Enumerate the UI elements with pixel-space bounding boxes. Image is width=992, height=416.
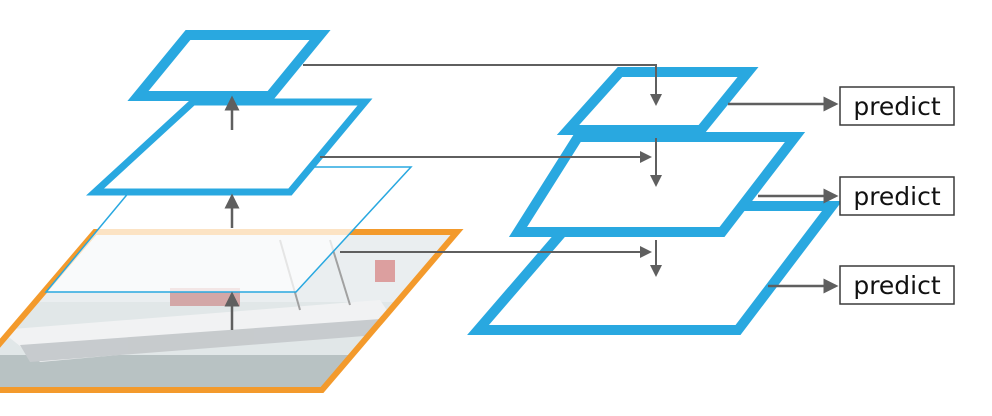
top-down-level-1 <box>556 67 759 135</box>
predict-label-3: predict <box>853 271 941 300</box>
predict-box-3: predict <box>839 265 955 305</box>
bottom-up-level-1 <box>44 166 413 293</box>
predict-label-2: predict <box>853 182 941 211</box>
bottom-up-level-3 <box>127 30 331 101</box>
predict-label-1: predict <box>853 92 941 121</box>
bottom-up-level-2 <box>86 98 373 196</box>
lateral-connection-top <box>303 64 662 106</box>
predict-box-2: predict <box>839 176 955 216</box>
predict-box-1: predict <box>839 86 955 126</box>
